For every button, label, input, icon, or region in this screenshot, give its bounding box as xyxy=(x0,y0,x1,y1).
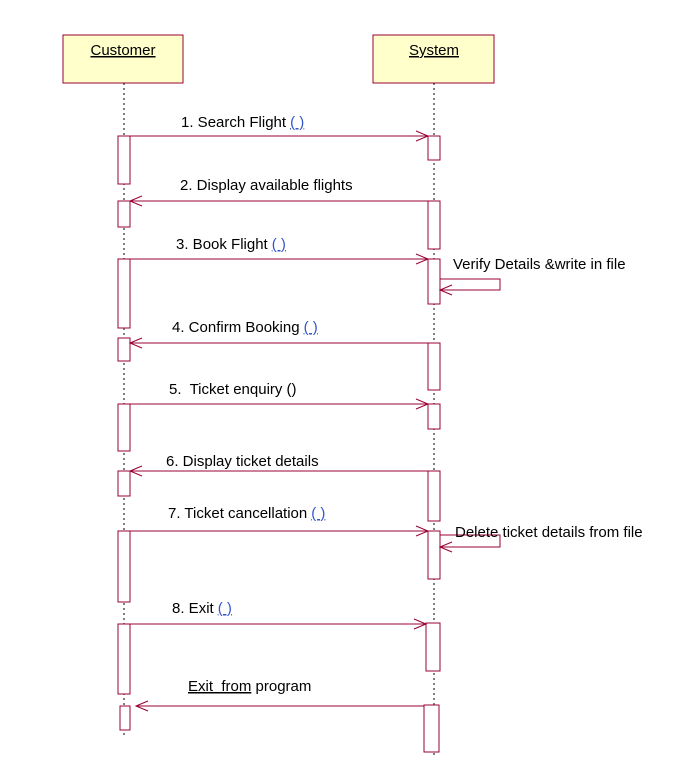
activation-box xyxy=(423,704,440,753)
link-parens: ( ) xyxy=(272,236,286,253)
activation-box xyxy=(117,470,131,497)
message-arrow xyxy=(130,525,430,537)
self-message-arrow xyxy=(438,278,501,296)
link-parens: ( ) xyxy=(311,505,325,522)
message-arrow xyxy=(130,398,430,410)
message-label: 1. Search Flight( ) xyxy=(181,114,304,131)
activation-box xyxy=(117,403,131,452)
message-label: 3. Book Flight( ) xyxy=(176,236,286,253)
activation-box xyxy=(117,200,131,228)
activation-box xyxy=(117,135,131,185)
link-parens: ( ) xyxy=(218,600,232,617)
message-label: 2. Display available flights xyxy=(180,177,353,194)
activation-box xyxy=(117,258,131,329)
link-parens: ( ) xyxy=(290,114,304,131)
actor-system: System xyxy=(372,34,495,84)
message-arrow xyxy=(128,195,428,207)
message-arrow xyxy=(130,253,430,265)
link-parens: ( ) xyxy=(304,319,318,336)
message-arrow xyxy=(128,465,428,477)
message-label: 8. Exit( ) xyxy=(172,600,232,617)
activation-box xyxy=(427,342,441,391)
actor-system-label: System xyxy=(409,42,459,59)
message-arrow xyxy=(130,130,430,142)
activation-box xyxy=(427,470,441,522)
activation-box xyxy=(427,200,441,250)
exit-from-link: Exit from xyxy=(188,678,251,695)
self-message-label: Delete ticket details from file xyxy=(455,524,643,541)
activation-box xyxy=(119,705,131,731)
actor-customer-label: Customer xyxy=(90,42,155,59)
activation-box xyxy=(427,403,441,430)
customer-activations xyxy=(117,135,131,731)
message-arrow xyxy=(128,337,428,349)
message-label: 5. Ticket enquiry () xyxy=(169,381,297,398)
activation-box xyxy=(117,337,131,362)
activation-box xyxy=(117,623,131,695)
system-activations xyxy=(423,135,441,753)
activation-box xyxy=(425,622,441,672)
self-message-label: Verify Details &write in file xyxy=(453,256,626,273)
message-arrow xyxy=(134,700,424,712)
message-label: 7. Ticket cancellation( ) xyxy=(168,505,325,522)
activation-box xyxy=(427,258,441,305)
actor-customer: Customer xyxy=(62,34,184,84)
self-message-arrow xyxy=(438,534,501,553)
activation-box xyxy=(117,530,131,603)
activation-box xyxy=(427,530,441,580)
message-arrow xyxy=(130,618,428,630)
message-label: 6. Display ticket details xyxy=(166,453,319,470)
message-label: 4. Confirm Booking( ) xyxy=(172,319,318,336)
activation-box xyxy=(427,135,441,161)
message-label: Exit from program xyxy=(188,678,311,695)
